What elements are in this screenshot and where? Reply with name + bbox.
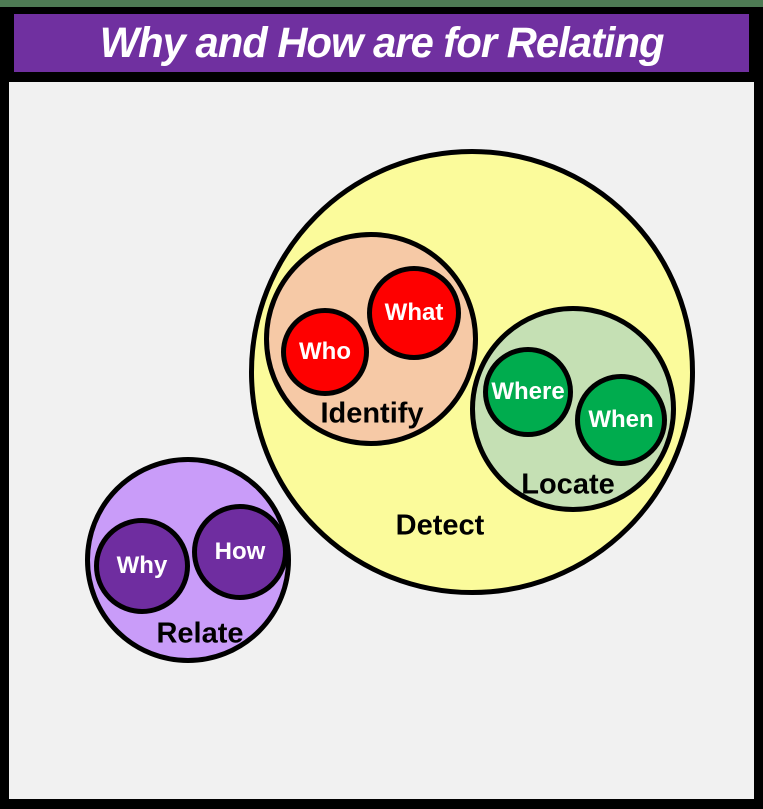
detect-label: Detect [395, 509, 485, 542]
locate-label: Locate [521, 468, 615, 501]
where-circle: Where [483, 347, 573, 437]
when-circle: When [575, 374, 667, 466]
why-circle: Why [94, 518, 190, 614]
diagram-canvas: Who What Where When Why How Identify Loc… [9, 82, 754, 799]
relate-label: Relate [156, 617, 244, 650]
identify-label: Identify [320, 397, 424, 430]
why-label: Why [116, 552, 168, 579]
who-label: Who [299, 338, 351, 365]
page-title: Why and How are for Relating [99, 18, 665, 67]
where-label: Where [491, 378, 565, 405]
title-bar: Why and How are for Relating [8, 8, 755, 78]
how-circle: How [192, 504, 288, 600]
top-strip [0, 0, 763, 7]
when-label: When [588, 406, 654, 433]
who-circle: Who [281, 308, 369, 396]
what-label: What [384, 299, 444, 326]
what-circle: What [367, 266, 461, 360]
how-label: How [214, 538, 266, 565]
